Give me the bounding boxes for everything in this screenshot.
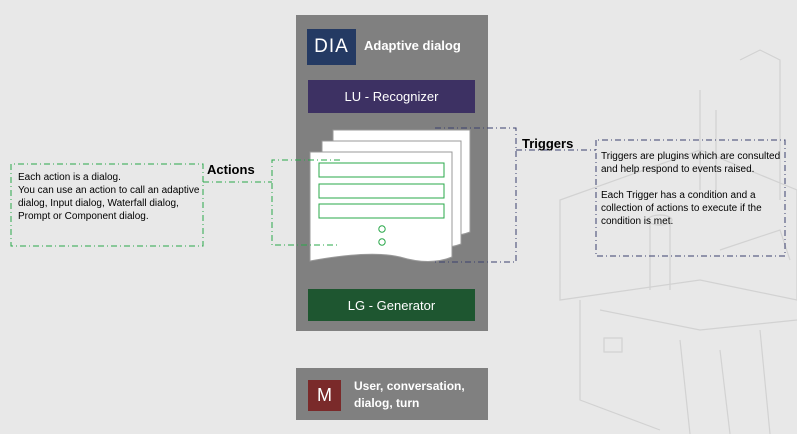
memory-label: User, conversation, dialog, turn: [354, 379, 465, 410]
adaptive-dialog-title: Adaptive dialog: [364, 38, 461, 53]
triggers-stack-bracket: [435, 127, 517, 263]
triggers-note-bracket: [595, 139, 786, 257]
lg-generator-bar: LG - Generator: [308, 289, 475, 321]
actions-label: Actions: [207, 162, 255, 177]
actions-stack-bracket: [271, 159, 340, 246]
memory-badge: M: [308, 380, 341, 411]
action-dot-1: [378, 225, 386, 233]
triggers-label: Triggers: [522, 136, 574, 151]
action-row-3: [318, 203, 445, 219]
action-row-2: [318, 183, 445, 199]
triggers-note-1: Triggers are plugins which are consulted…: [601, 151, 781, 175]
triggers-note-2: Each Trigger has a condition and a colle…: [601, 190, 762, 227]
actions-note-bracket: [10, 163, 204, 247]
triggers-note: Triggers are plugins which are consulted…: [601, 150, 786, 228]
dia-badge: DIA: [307, 29, 356, 65]
action-dot-2: [378, 238, 386, 246]
actions-note: Each action is a dialog. You can use an …: [18, 172, 200, 222]
action-row-1: [318, 162, 445, 178]
lu-recognizer-bar: LU - Recognizer: [308, 80, 475, 113]
